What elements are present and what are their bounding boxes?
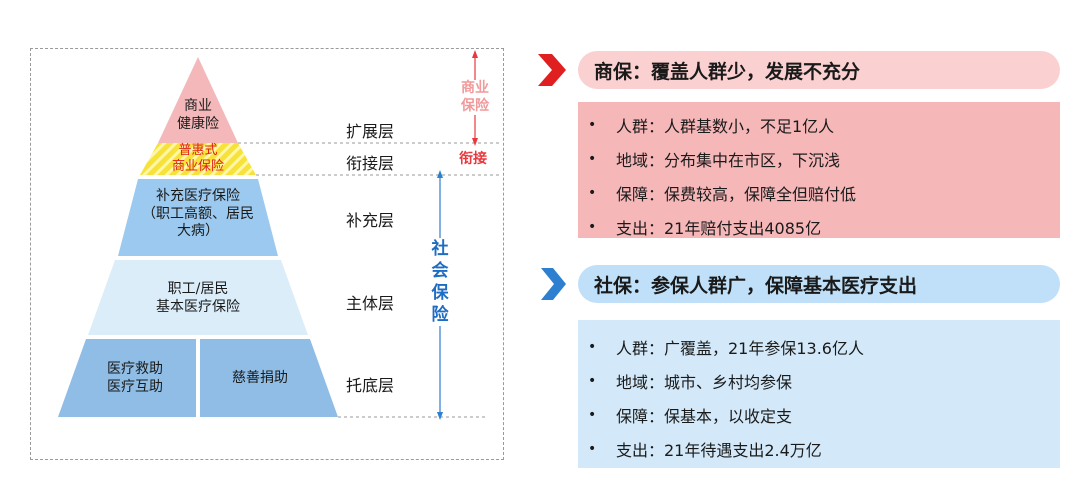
supplementary-segment <box>118 179 278 256</box>
list-item: •保障：保基本，以收定支 <box>588 407 793 426</box>
list-item: •人群：人群基数小，不足1亿人 <box>588 117 835 136</box>
social-box: •人群：广覆盖，21年参保13.6亿人 •地域：城市、乡村均参保 •保障：保基本… <box>578 320 1060 468</box>
diagram-frame <box>30 48 504 460</box>
commercial-health-label: 商业 健康险 <box>177 98 219 132</box>
social-header: 社保：参保人群广，保障基本医疗支出 <box>578 265 1060 303</box>
list-item: •保障：保费较高，保障全但赔付低 <box>588 185 857 204</box>
assist-label: 医疗救助 医疗互助 <box>107 361 163 395</box>
list-item: •地域：分布集中在市区，下沉浅 <box>588 151 841 170</box>
puhui-segment <box>140 143 256 175</box>
commercial-insurance-side-label: 商业 保险 <box>450 80 500 115</box>
layer-connect: 衔接层 <box>345 154 394 173</box>
list-item: •人群：广覆盖，21年参保13.6亿人 <box>588 339 864 358</box>
charity-label: 慈善捐助 <box>232 370 288 386</box>
layer-expand: 扩展层 <box>345 122 394 141</box>
red-chevron-icon <box>538 54 566 86</box>
layer-main: 主体层 <box>345 294 394 313</box>
social-insurance-side-label: 社 会 保 险 <box>428 238 452 327</box>
commercial-header: 商保：覆盖人群少，发展不充分 <box>578 51 1060 89</box>
list-item: •支出：21年赔付支出4085亿 <box>588 219 822 238</box>
basic-label: 职工/居民 基本医疗保险 <box>156 281 240 315</box>
list-item: •地域：城市、乡村均参保 <box>588 373 793 392</box>
puhui-label: 普惠式 商业保险 <box>171 143 224 174</box>
supplementary-label: 补充医疗保险 （职工高额、居民 大病） <box>142 188 254 239</box>
commercial-box: •人群：人群基数小，不足1亿人 •地域：分布集中在市区，下沉浅 •保障：保费较高… <box>578 102 1060 238</box>
assist-segment <box>58 339 196 417</box>
layer-supplement: 补充层 <box>345 211 394 230</box>
list-item: •支出：21年待遇支出2.4万亿 <box>588 441 822 460</box>
connect-side-label: 衔接 <box>459 151 487 167</box>
charity-segment <box>200 339 338 417</box>
blue-chevron-icon <box>541 268 566 300</box>
commercial-health-segment <box>158 57 238 143</box>
layer-base: 托底层 <box>345 376 394 395</box>
basic-segment <box>88 260 308 335</box>
